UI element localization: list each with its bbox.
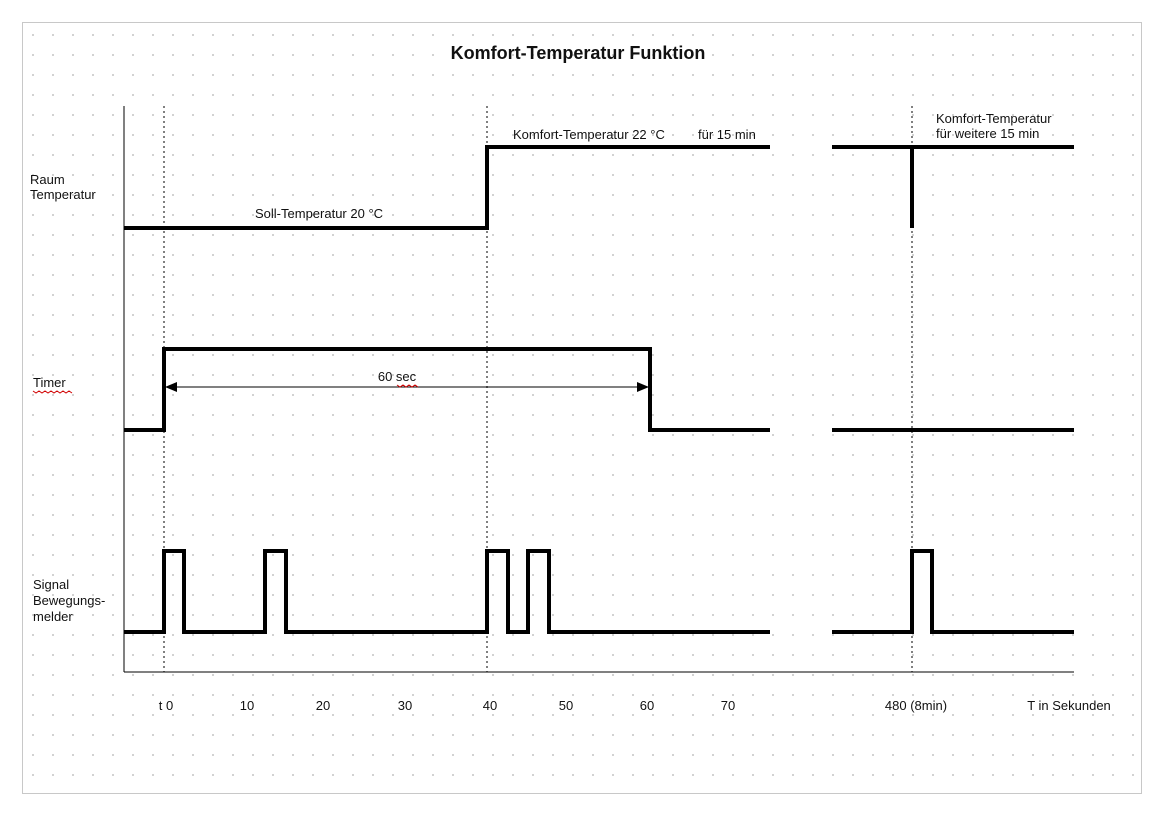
- tick-label-10: 10: [240, 698, 254, 713]
- raum-label-line2: Temperatur: [30, 187, 96, 202]
- signal-label-line2: Bewegungs-: [33, 593, 105, 608]
- tick-label-50: 50: [559, 698, 573, 713]
- bewegungsmelder-signal-continued: [832, 549, 1074, 634]
- weitere-label-line2: für weitere 15 min: [936, 126, 1039, 141]
- timer-label: Timer: [33, 375, 66, 390]
- tick-label-20: 20: [316, 698, 330, 713]
- timer-span-label: 60 sec: [378, 369, 417, 384]
- tick-label-40: 40: [483, 698, 497, 713]
- raum-label-line1: Raum: [30, 172, 65, 187]
- raum-temperatur-signal: [124, 145, 770, 230]
- bewegungsmelder-signal: [124, 549, 770, 634]
- spellcheck-underline-timer: [32, 390, 73, 394]
- tick-label-t0: t 0: [159, 698, 173, 713]
- tick-label-480: 480 (8min): [885, 698, 947, 713]
- tick-label-30: 30: [398, 698, 412, 713]
- weitere-label-line1: Komfort-Temperatur: [936, 111, 1052, 126]
- komfort-duration-label: für 15 min: [698, 127, 756, 142]
- komfort-temperatur-label: Komfort-Temperatur 22 °C: [513, 127, 665, 142]
- timer-signal: [124, 347, 770, 432]
- diagram-title: Komfort-Temperatur Funktion: [451, 43, 706, 63]
- signal-label-line3: melder: [33, 609, 73, 624]
- x-axis-unit-label: T in Sekunden: [1027, 698, 1111, 713]
- soll-temperatur-label: Soll-Temperatur 20 °C: [255, 206, 383, 221]
- spellcheck-underline-sec: [396, 384, 419, 388]
- diagram-frame: [22, 22, 1142, 794]
- signal-label-line1: Signal: [33, 577, 69, 592]
- tick-label-60: 60: [640, 698, 654, 713]
- tick-label-70: 70: [721, 698, 735, 713]
